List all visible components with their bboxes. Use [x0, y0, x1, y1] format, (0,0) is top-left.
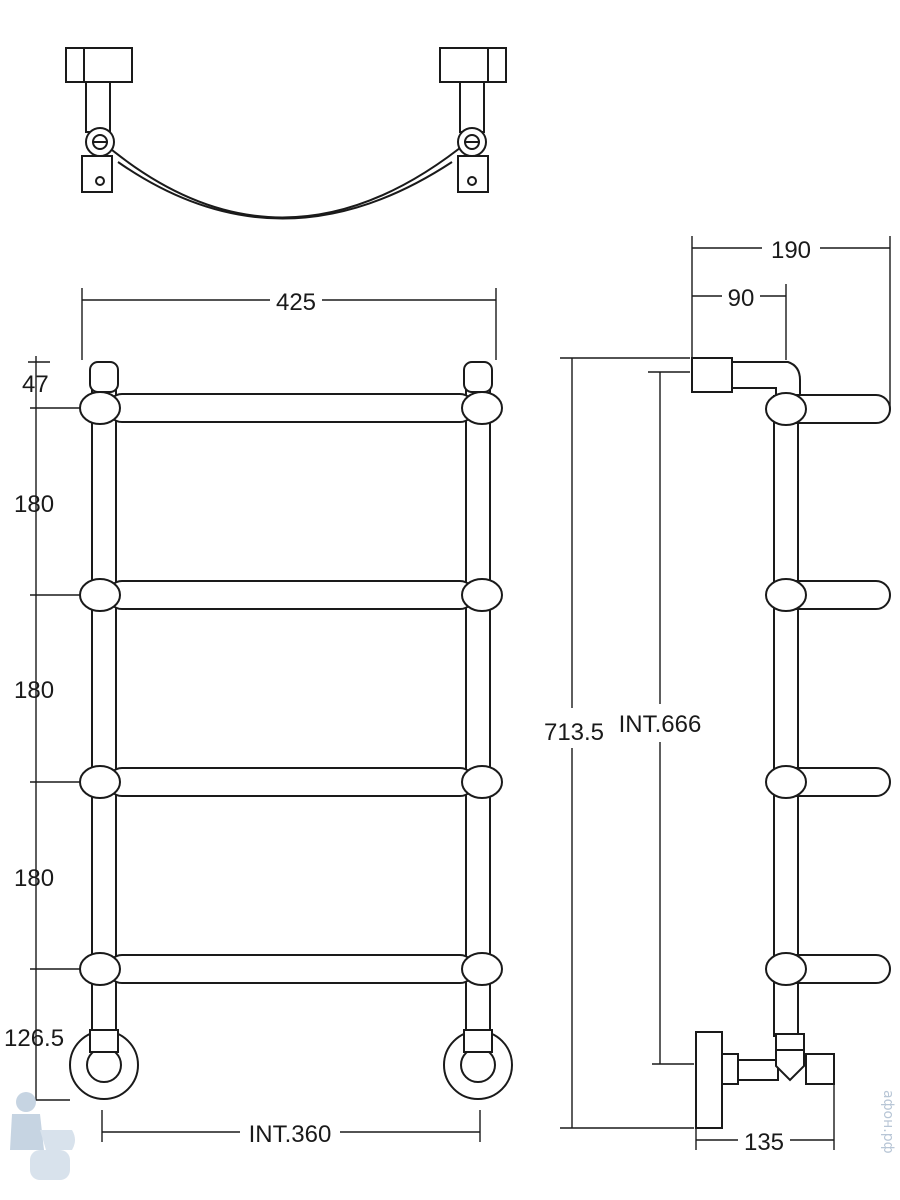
dim-inner-height: INT.666	[619, 711, 702, 738]
side-bottom-valve	[695, 1031, 835, 1129]
bar-4	[79, 952, 503, 986]
dimension-labels: 425 47 180 180 180 126.5 INT.360 713.5 I…	[4, 237, 811, 1156]
dimension-lines	[28, 236, 891, 1150]
side-bar-1	[765, 392, 891, 426]
dim-bottom-offset: 126.5	[4, 1025, 64, 1052]
dim-top-offset: 47	[22, 371, 49, 398]
dim-depth-wall: 90	[728, 285, 755, 312]
dim-depth-total: 190	[771, 237, 811, 264]
dim-depth-bottom: 135	[744, 1129, 784, 1156]
bar-1	[79, 391, 503, 425]
bar-2	[79, 578, 503, 612]
dim-spacing-1: 180	[14, 491, 54, 518]
left-bottom-flange	[69, 1029, 139, 1100]
side-bar-4	[765, 952, 891, 986]
side-view	[691, 357, 891, 1129]
right-bottom-flange	[443, 1029, 513, 1100]
watermark-text: афон.рф	[880, 1090, 896, 1154]
dim-spacing-2: 180	[14, 677, 54, 704]
side-wall-mount	[691, 357, 733, 393]
left-bracket-plate	[81, 155, 113, 193]
dim-overall-height: 713.5	[544, 719, 604, 746]
side-bar-3	[765, 765, 891, 799]
right-post	[465, 379, 491, 1041]
dim-spacing-3: 180	[14, 865, 54, 892]
left-post	[91, 379, 117, 1041]
right-wall-mount	[439, 47, 507, 83]
dim-overall-width: 425	[276, 289, 316, 316]
front-view	[69, 361, 513, 1100]
dim-inner-width: INT.360	[249, 1121, 332, 1148]
right-bracket-plate	[457, 155, 489, 193]
plumber-logo-icon	[10, 1092, 75, 1180]
top-view	[65, 47, 507, 220]
left-wall-mount	[65, 47, 133, 83]
side-post	[773, 395, 799, 1037]
side-bar-2	[765, 578, 891, 612]
valve-nut	[775, 1033, 805, 1051]
bar-3	[79, 765, 503, 799]
